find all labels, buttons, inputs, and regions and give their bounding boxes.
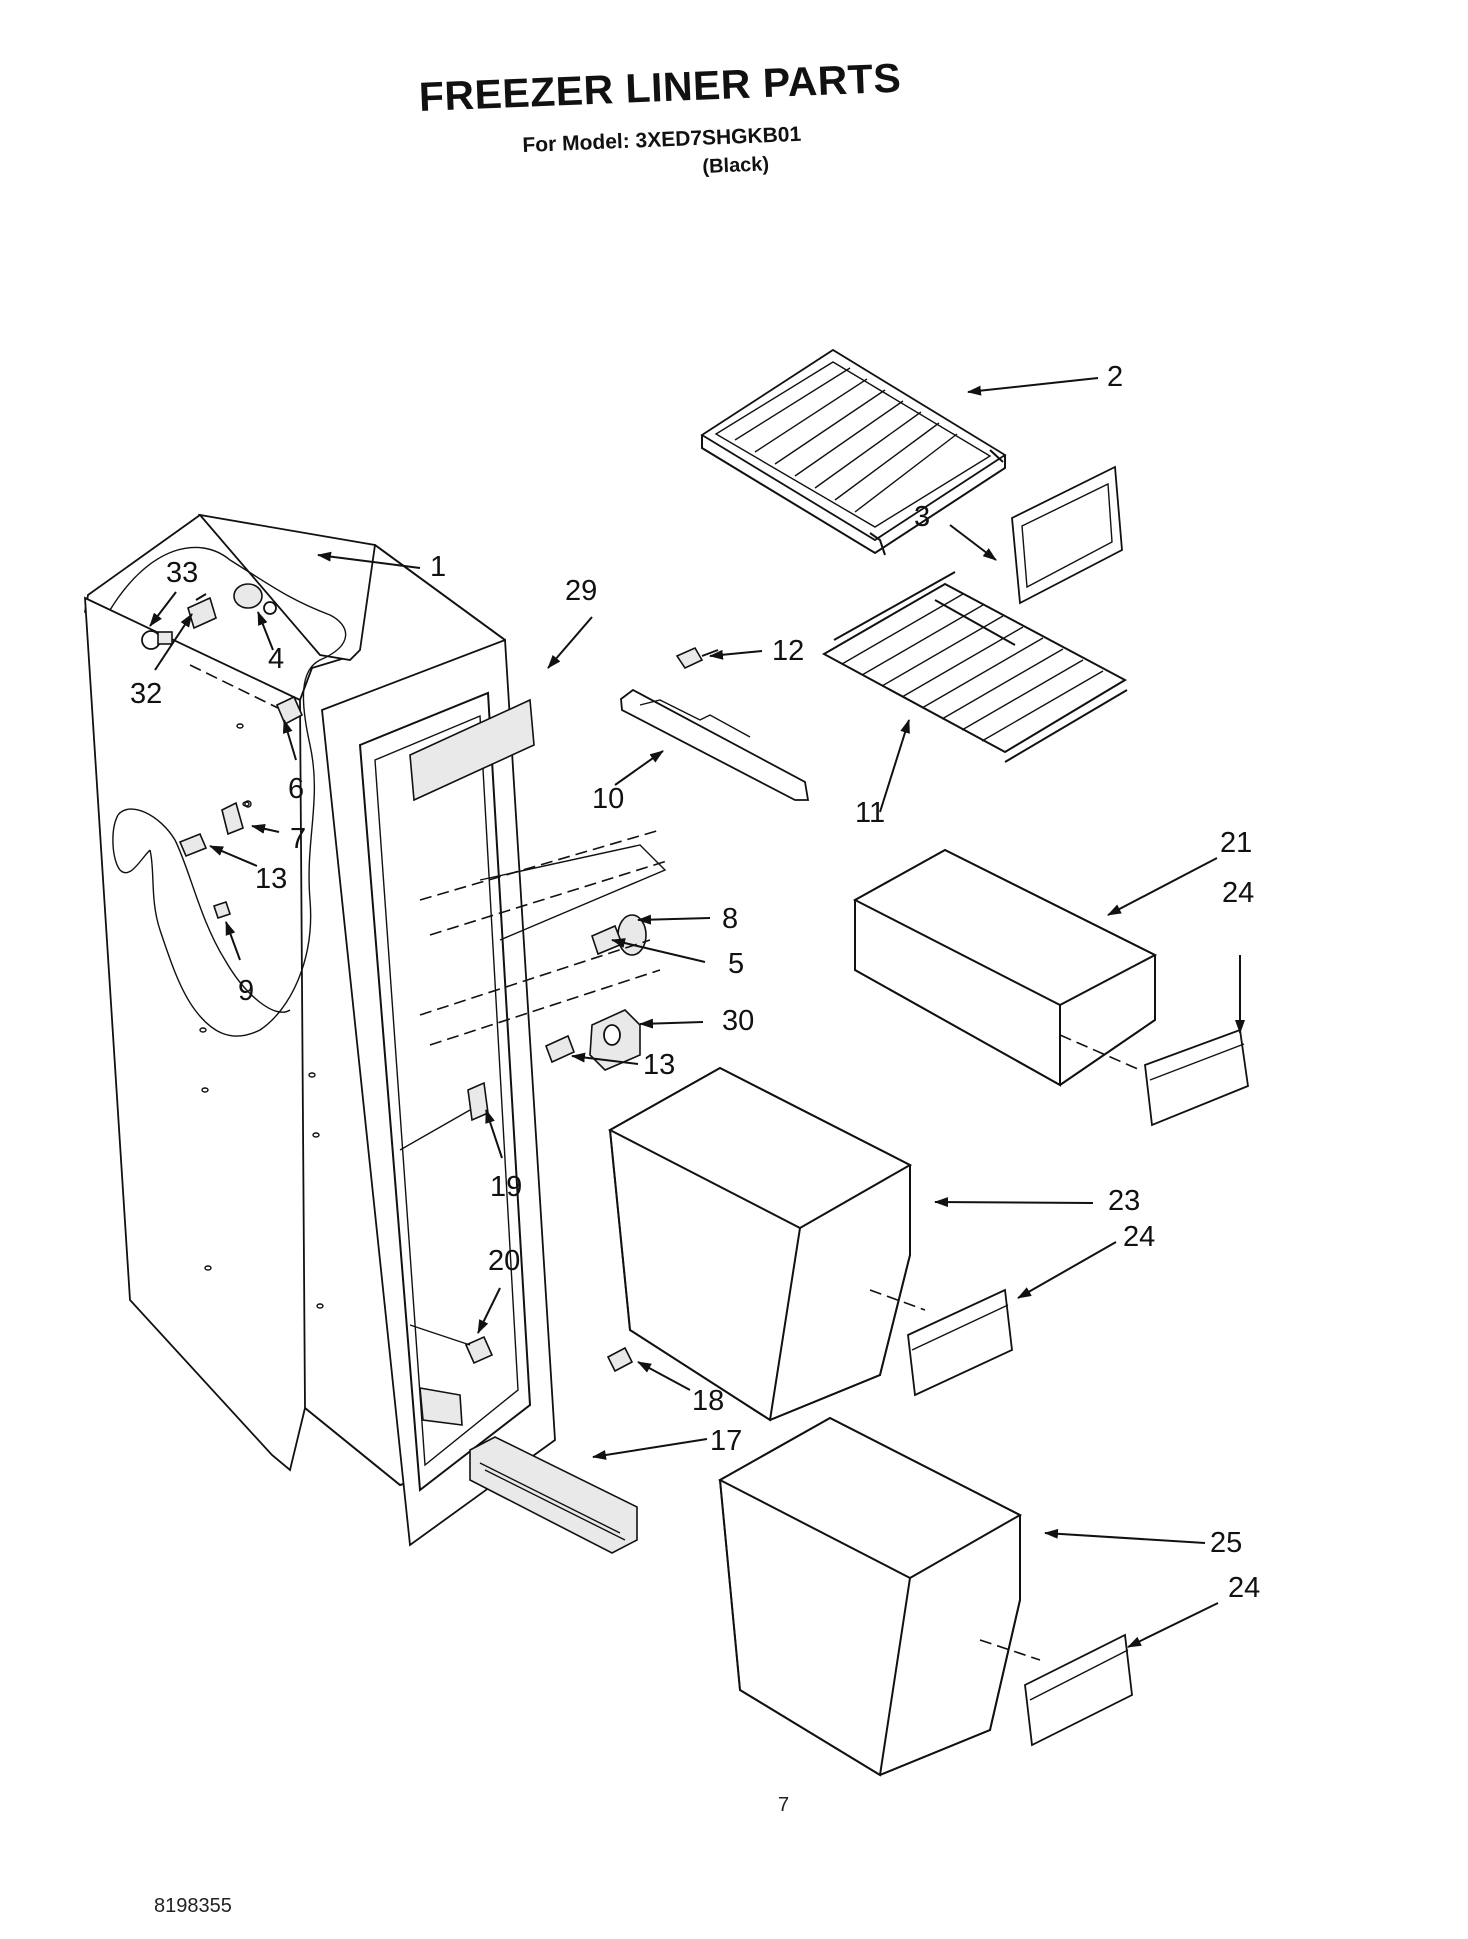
leader-lines (149, 377, 1245, 1648)
callout-19: 19 (490, 1171, 522, 1203)
document-number: 8198355 (154, 1895, 232, 1917)
callout-2: 2 (1107, 361, 1123, 393)
part-3-trim (1011, 465, 1123, 605)
part-20-screw (409, 1324, 494, 1365)
callout-9: 9 (238, 975, 254, 1007)
callout-25: 25 (1210, 1527, 1242, 1559)
callout-10: 10 (592, 783, 624, 815)
callout-7: 7 (290, 823, 306, 855)
callout-21: 21 (1220, 827, 1252, 859)
part-7-clip (221, 800, 252, 836)
page-number: 7 (778, 1794, 790, 1816)
part-6-switch (189, 664, 304, 726)
part-30-hinge-bracket (419, 939, 661, 1071)
callout-30: 30 (722, 1005, 754, 1037)
callout-20: 20 (488, 1245, 520, 1277)
part-13-screw-lower (544, 1034, 576, 1064)
liner-front-flange (321, 638, 556, 1547)
part-12-screw (675, 646, 719, 670)
callout-1: 1 (430, 551, 446, 583)
callout-3: 3 (914, 501, 930, 533)
part-18-screw (606, 1346, 634, 1373)
callout-5: 5 (728, 948, 744, 980)
freezer-liner (83, 513, 512, 1487)
part-21-basket (852, 848, 1158, 1087)
part-24-basket-trim-middle (869, 1288, 1013, 1397)
part-24-basket-trim-upper (1059, 1028, 1249, 1127)
callout-24-upper: 24 (1222, 877, 1254, 909)
part-13-screw-upper (178, 832, 208, 858)
callout-33: 33 (166, 557, 198, 589)
part-11-wire-shelf (821, 571, 1128, 763)
part-4-light-shield (233, 583, 277, 615)
part-23-basket (607, 1066, 913, 1422)
part-25-basket (717, 1416, 1023, 1777)
callout-11: 11 (855, 797, 885, 829)
callout-29: 29 (565, 575, 597, 607)
callout-24-lower: 24 (1228, 1572, 1260, 1604)
callout-24-middle: 24 (1123, 1221, 1155, 1253)
part-17-trim (469, 1436, 638, 1554)
callout-18: 18 (692, 1385, 724, 1417)
callout-6: 6 (288, 773, 304, 805)
part-10-rail (620, 688, 810, 801)
callout-23: 23 (1108, 1185, 1140, 1217)
callout-17: 17 (710, 1425, 742, 1457)
callout-13-lower: 13 (643, 1049, 675, 1081)
callout-4: 4 (268, 643, 284, 675)
callout-8: 8 (722, 903, 738, 935)
part-2-shelf (700, 348, 1007, 556)
callout-32: 32 (130, 678, 162, 710)
part-33-bulb (141, 630, 173, 650)
callout-labels: 1 2 3 4 5 6 7 8 9 10 11 12 13 13 17 18 1… (130, 361, 1260, 1604)
part-24-basket-trim-lower (979, 1633, 1133, 1747)
callout-13-upper: 13 (255, 863, 287, 895)
callout-12: 12 (772, 635, 804, 667)
part-19-damper (399, 1081, 489, 1151)
part-9-screw (212, 900, 232, 920)
